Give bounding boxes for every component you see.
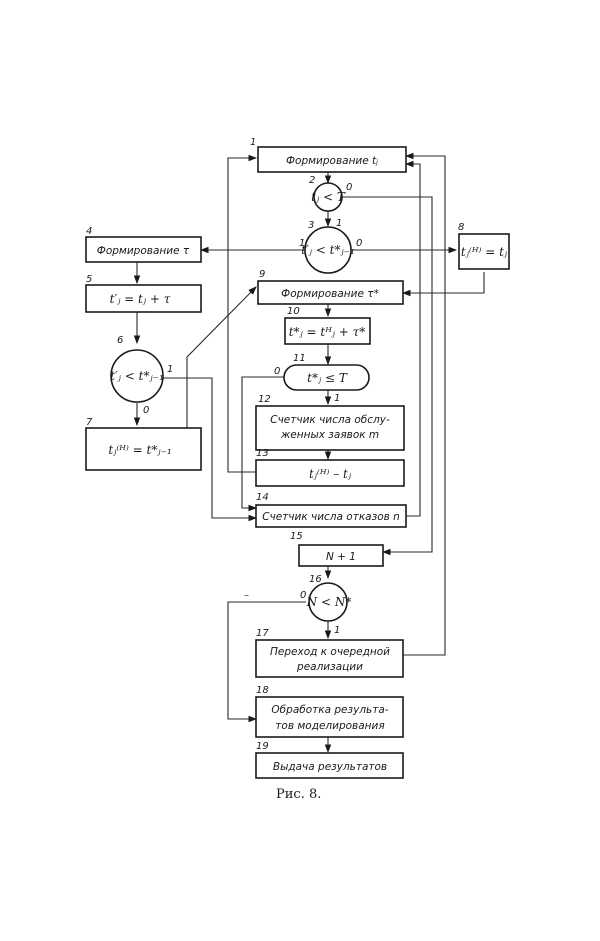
block-number: 10 (287, 306, 300, 317)
block-15: 15 N + 1 (290, 531, 384, 567)
block-number: 9 (259, 269, 265, 280)
block-label-line2: реализации (296, 661, 363, 673)
block-label: tⱼ⁽ᴴ⁾ – tⱼ (309, 467, 352, 481)
block-label-line1: Счетчик числа обслу- (270, 414, 390, 426)
block-number: 11 (293, 353, 306, 364)
block-label: t′ⱼ < t*ⱼ₋₁ (110, 369, 164, 383)
block-number: 2 (309, 175, 315, 186)
block-number: 4 (86, 226, 92, 237)
block-label: Формирование tⱼ (286, 155, 378, 167)
block-17: 17 Переход к очередной реализации (255, 628, 404, 678)
block-number: 1 (250, 137, 256, 148)
block-label-line1: Переход к очередной (270, 646, 390, 658)
block-1: 1 Формирование tⱼ (250, 137, 407, 173)
input-label: 1 (336, 218, 342, 229)
block-number: 8 (458, 222, 464, 233)
block-number: 6 (117, 335, 123, 346)
block-number: 14 (256, 492, 269, 503)
block-12: 12 Счетчик числа обслу- женных заявок m (255, 394, 405, 451)
block-number: 12 (258, 394, 271, 405)
block-label: t′ⱼ < t*ⱼ₋₁ (301, 243, 355, 257)
output-label-left: 0 (274, 366, 280, 377)
block-number: 19 (256, 741, 269, 752)
arrow-11-to-14 (241, 376, 284, 512)
block-3-decision: 3 1 t′ⱼ < t*ⱼ₋₁ 1 0 (299, 218, 362, 274)
output-label-right: 1 (167, 364, 173, 375)
dash-mark: – (244, 590, 249, 601)
output-label-down: 1 (334, 625, 340, 636)
block-16-decision: 16 N < N* 0 1 – (244, 574, 351, 636)
output-label-down: 1 (334, 393, 340, 404)
block-number: 3 (308, 220, 314, 231)
arrow-13-to-1 (227, 154, 258, 473)
block-6-decision: 6 t′ⱼ < t*ⱼ₋₁ 1 0 (110, 335, 173, 416)
block-label: Выдача результатов (273, 761, 387, 773)
block-label: t*ⱼ ≤ T (307, 371, 348, 385)
arrow-14-to-1 (404, 160, 421, 517)
output-label-no: 0 (346, 182, 352, 193)
output-label-down: 0 (143, 405, 149, 416)
connectors (133, 152, 485, 754)
arrow-7-to-9 (186, 286, 257, 428)
block-label-line2: тов моделирования (275, 720, 384, 732)
block-label: tⱼ⁽ᴴ⁾ = t*ⱼ₋₁ (108, 443, 171, 457)
block-10: 10 t*ⱼ = tᴴⱼ + τ* (284, 306, 371, 345)
block-number: 13 (256, 448, 269, 459)
block-5: 5 t′ⱼ = tⱼ + τ (85, 274, 202, 313)
block-number: 17 (256, 628, 269, 639)
block-label: N < N* (306, 595, 352, 609)
block-14: 14 Счетчик числа отказов n (255, 492, 407, 528)
block-label: Формирование τ (97, 245, 190, 257)
arrow-8-to-9 (401, 272, 485, 297)
block-number: 7 (86, 417, 93, 428)
block-label-line2: женных заявок m (280, 429, 379, 441)
block-label: N + 1 (326, 551, 356, 563)
block-number: 16 (309, 574, 322, 585)
arrow-17-to-1 (403, 152, 446, 656)
output-label-left: 1 (299, 238, 305, 249)
block-19: 19 Выдача результатов (255, 741, 404, 779)
block-label: Формирование τ* (281, 288, 379, 300)
block-2-decision: 2 tⱼ < T 0 (309, 175, 352, 212)
block-label: Счетчик числа отказов n (262, 511, 400, 523)
output-label-left: 0 (300, 590, 306, 601)
block-label: tⱼ < T (311, 190, 346, 204)
block-18: 18 Обработка результа- тов моделирования (255, 685, 404, 738)
block-label: tⱼ⁽ᴴ⁾ = tⱼ (461, 245, 508, 259)
block-4: 4 Формирование τ (85, 226, 202, 263)
block-number: 18 (256, 685, 269, 696)
block-7: 7 tⱼ⁽ᴴ⁾ = t*ⱼ₋₁ (85, 417, 202, 471)
output-label-right: 0 (356, 238, 362, 249)
block-13: 13 tⱼ⁽ᴴ⁾ – tⱼ (255, 448, 405, 487)
block-number: 15 (290, 531, 303, 542)
block-11-decision: 11 t*ⱼ ≤ T 0 1 (274, 353, 370, 404)
block-label-line1: Обработка результа- (271, 704, 388, 716)
block-9: 9 Формирование τ* (257, 269, 404, 305)
arrow-2-to-15 (342, 196, 433, 556)
figure-caption: Рис. 8. (276, 787, 321, 802)
block-number: 5 (86, 274, 92, 285)
block-label: t′ⱼ = tⱼ + τ (110, 292, 171, 306)
arrow-16-to-18 (227, 601, 306, 723)
block-8: 8 tⱼ⁽ᴴ⁾ = tⱼ (458, 222, 510, 270)
block-label: t*ⱼ = tᴴⱼ + τ* (289, 325, 366, 339)
